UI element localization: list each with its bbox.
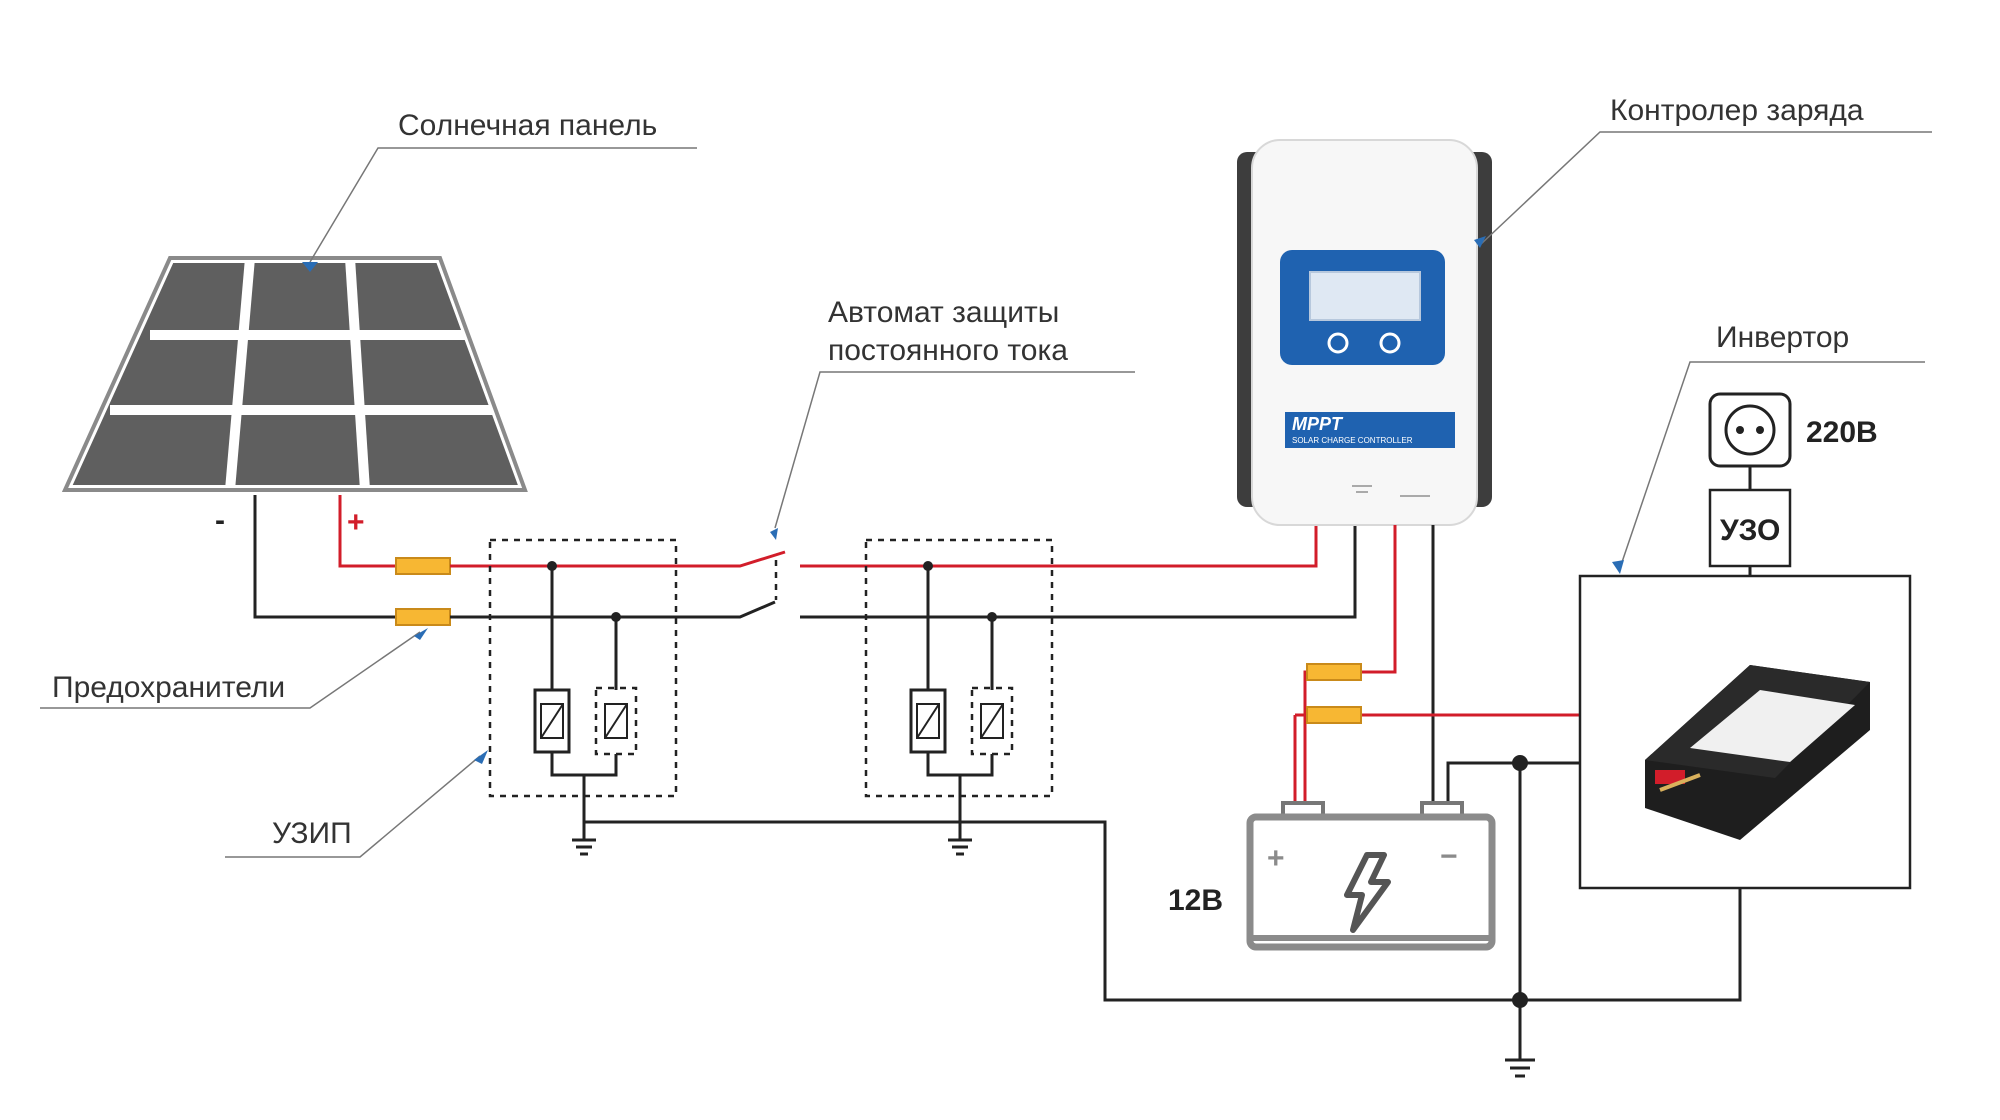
ground-icon — [1505, 1058, 1535, 1078]
inverter-label: Инвертор — [1716, 321, 1849, 354]
fuse-controller-battery — [1306, 663, 1362, 681]
inverter-leader — [1619, 361, 1925, 569]
positive-to-breaker — [450, 550, 786, 568]
battery — [1246, 801, 1496, 951]
dc-breaker — [770, 520, 1357, 619]
fuses-leader — [40, 631, 421, 709]
inverter — [1578, 574, 1912, 890]
battery-voltage-label: 12В — [1168, 884, 1223, 917]
panel-plus-label: + — [347, 506, 365, 539]
spd-2 — [864, 538, 1054, 856]
socket-icon — [1708, 392, 1792, 490]
panel-negative-wire — [253, 495, 396, 619]
charge-controller: MPPT SOLAR CHARGE CONTROLLER — [1237, 139, 1492, 526]
controller-label: Контролер заряда — [1610, 94, 1864, 127]
panel-minus-label: - — [215, 504, 225, 537]
arrow-icon — [414, 628, 428, 640]
rcd-label: УЗО — [1720, 514, 1780, 547]
inverter-negative-wire — [1446, 761, 1580, 815]
negative-to-breaker — [450, 600, 776, 619]
controller-subtitle: SOLAR CHARGE CONTROLLER — [1292, 436, 1413, 445]
fuse-panel-positive — [395, 557, 451, 575]
breaker-label-line2: постоянного тока — [828, 334, 1068, 367]
breaker-leader — [774, 371, 1135, 529]
arrow-icon — [474, 750, 488, 764]
solar-panel-leader — [309, 147, 697, 263]
spd-1 — [488, 538, 678, 856]
spd-label: УЗИП — [272, 817, 352, 850]
panel-positive-wire — [338, 495, 396, 568]
arrow-icon — [1612, 560, 1624, 574]
battery-plus-label: + — [1267, 842, 1285, 875]
fuse-inverter-battery — [1306, 706, 1362, 724]
breaker-label-line1: Автомат защиты — [828, 296, 1059, 329]
ground-bus — [584, 760, 1742, 1002]
fuse-panel-negative — [395, 608, 451, 626]
controller-leader — [1479, 131, 1932, 246]
solar-panel — [57, 253, 533, 495]
arrow-icon — [302, 262, 318, 272]
fuses-label: Предохранители — [52, 671, 285, 704]
controller-brand: MPPT — [1292, 414, 1344, 434]
spd-leader — [225, 755, 481, 858]
ac-voltage-label: 220В — [1806, 416, 1878, 449]
solar-panel-label: Солнечная панель — [398, 109, 657, 142]
arrow-icon — [1474, 236, 1486, 248]
lightning-icon — [1344, 852, 1391, 933]
rcd — [1708, 488, 1792, 576]
battery-minus-label: − — [1440, 840, 1458, 873]
